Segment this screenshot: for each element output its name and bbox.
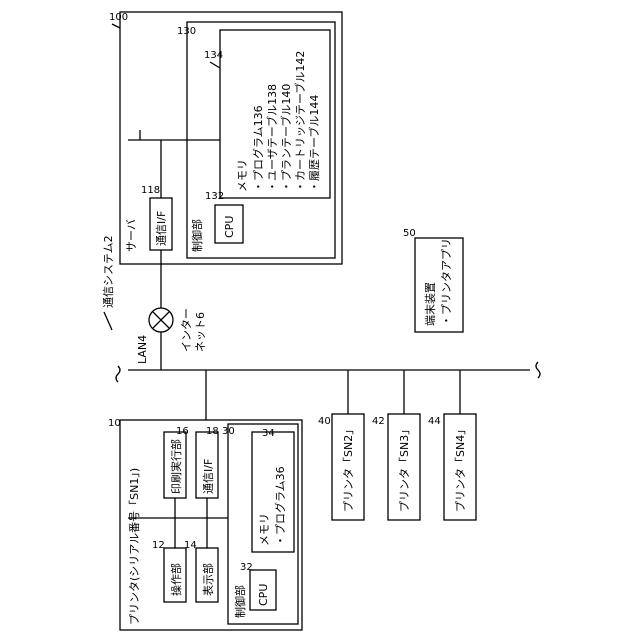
- server-cpu-ref: 132: [205, 191, 224, 202]
- server-memory-item: ・プログラム136: [251, 105, 265, 192]
- printer-main-ref: 10: [108, 418, 121, 429]
- system-label: 通信システム2: [102, 235, 115, 308]
- lan-bus-break-right: [536, 362, 540, 378]
- internet-label: ネット6: [194, 312, 207, 352]
- printer-controller-label: 制御部: [233, 585, 247, 618]
- printer-print-exec-ref: 16: [176, 426, 189, 437]
- server-memory-item: ・履歴テーブル144: [307, 95, 321, 192]
- printer-memory-ref: 34: [262, 428, 275, 439]
- printer-display-label: 表示部: [201, 563, 215, 596]
- server-memory-item: ・ユーザテーブル138: [265, 84, 279, 192]
- printer-cpu-label: CPU: [257, 584, 270, 606]
- internet-label: インター: [180, 308, 193, 352]
- terminal-ref: 50: [403, 228, 416, 239]
- server-comm-if-label: 通信I/F: [155, 211, 168, 246]
- terminal-line: 端末装置: [423, 282, 437, 326]
- server-memory-item: ・カートリッジテーブル142: [293, 51, 307, 192]
- lan-label: LAN4: [136, 335, 149, 364]
- server-controller-ref: 130: [177, 26, 196, 37]
- terminal-line: ・プリンタアプリ: [440, 238, 453, 326]
- server-cpu-label: CPU: [223, 216, 236, 238]
- server-ref: 100: [109, 12, 128, 23]
- printer-sn4-label: プリンタ「SN4」: [454, 424, 467, 512]
- server-controller-label: 制御部: [190, 219, 204, 252]
- lan-bus-break-left: [116, 366, 120, 382]
- printer-print-exec-label: 印刷実行部: [169, 439, 183, 494]
- printer-sn3-ref: 42: [372, 416, 385, 427]
- terminal-box: [415, 238, 463, 332]
- server-memory-title: メモリ: [236, 159, 249, 192]
- server-memory-ref: 134: [204, 50, 223, 61]
- server-ref-leader: [112, 24, 120, 28]
- printer-comm-if-label: 通信I/F: [202, 459, 215, 494]
- printer-controller-ref: 30: [222, 426, 235, 437]
- printer-memory-item: ・プログラム36: [273, 466, 287, 546]
- printer-operation-label: 操作部: [169, 563, 183, 596]
- printer-memory-title: メモリ: [258, 513, 271, 546]
- system-label-leader: [104, 312, 112, 330]
- printer-sn2-ref: 40: [318, 416, 331, 427]
- server-title: サーバ: [125, 219, 138, 252]
- printer-comm-if-ref: 18: [206, 426, 219, 437]
- printer-main-title: プリンタ(シリアル番号「SN1」): [128, 468, 141, 625]
- printer-sn2-label: プリンタ「SN2」: [342, 424, 355, 512]
- printer-sn3-label: プリンタ「SN3」: [398, 424, 411, 512]
- printer-display-ref: 14: [184, 540, 197, 551]
- printer-sn4-ref: 44: [428, 416, 441, 427]
- server-memory-item: ・プランテーブル140: [279, 84, 293, 192]
- printer-cpu-ref: 32: [240, 562, 253, 573]
- server-comm-if-ref: 118: [141, 185, 160, 196]
- printer-operation-ref: 12: [152, 540, 165, 551]
